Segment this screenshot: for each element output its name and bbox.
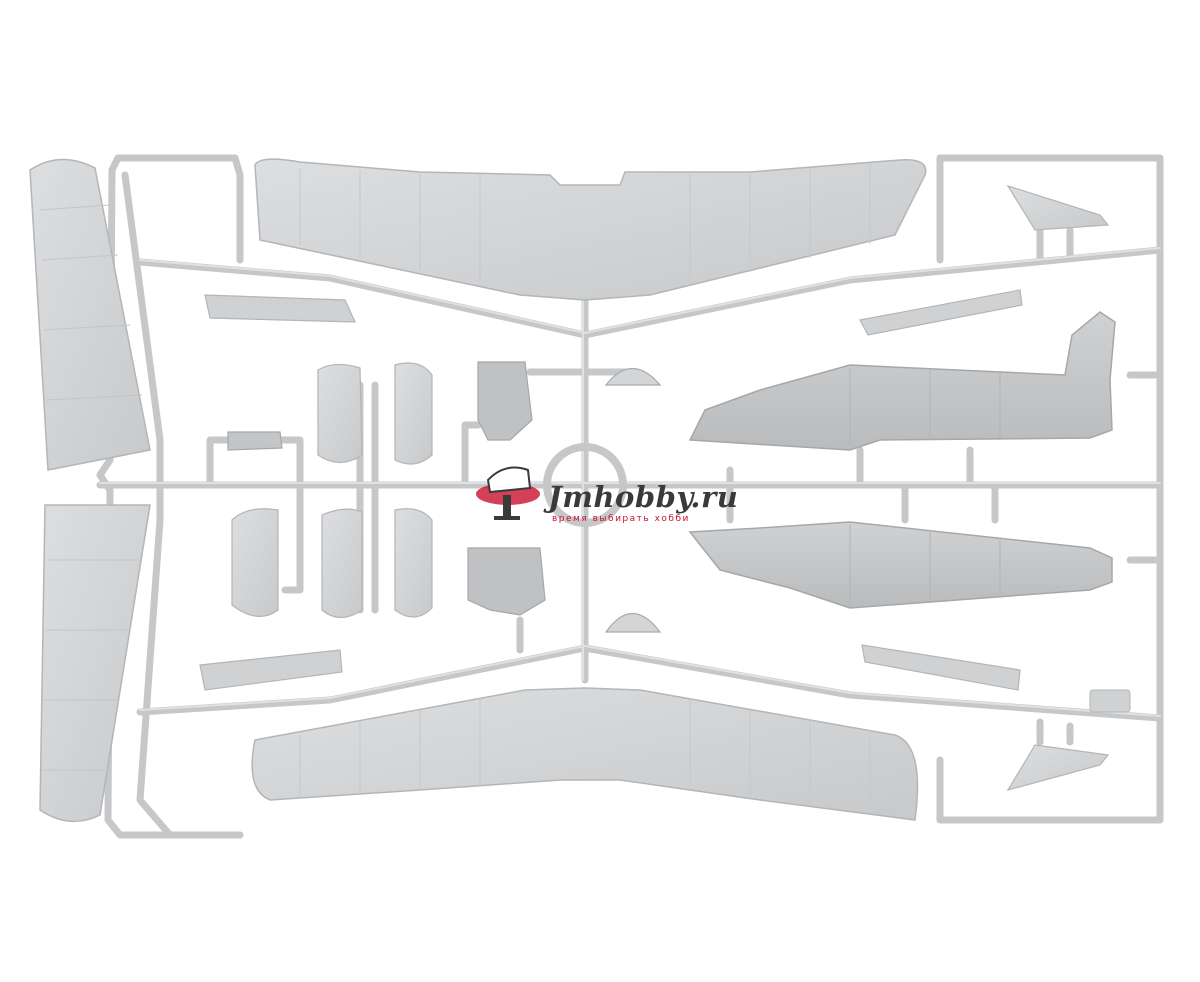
fuselage-lower-half [688,521,1113,609]
top-wing-panel [254,158,927,301]
watermark-tagline: время выбирать хобби [552,514,690,524]
interplane-struts [199,289,1023,691]
top-wing-ribs [299,164,871,284]
left-lower-wing-panel [39,504,151,823]
watermark-brand: Jmhobby.ru [548,480,739,514]
small-tab-part [1089,689,1131,713]
windscreen-upper [604,368,662,386]
fuselage-panel-lines [849,368,1001,606]
hobby-logo-icon [476,466,540,520]
wing-rib-lines [39,204,143,771]
fuselage-upper-half [688,311,1116,451]
cowling-part [477,361,533,441]
lower-fin-part [1006,744,1110,791]
bottom-wing-panel [251,687,919,821]
windscreen-lower [604,613,662,633]
upper-fin-part [1006,184,1110,231]
small-bracket-part [227,431,283,451]
engine-cover-part [467,547,546,616]
control-surfaces [231,362,433,619]
runner-highlight [99,247,1161,717]
center-ring [543,443,627,527]
left-upper-wing-panel [29,158,151,471]
bottom-wing-ribs [299,698,871,812]
